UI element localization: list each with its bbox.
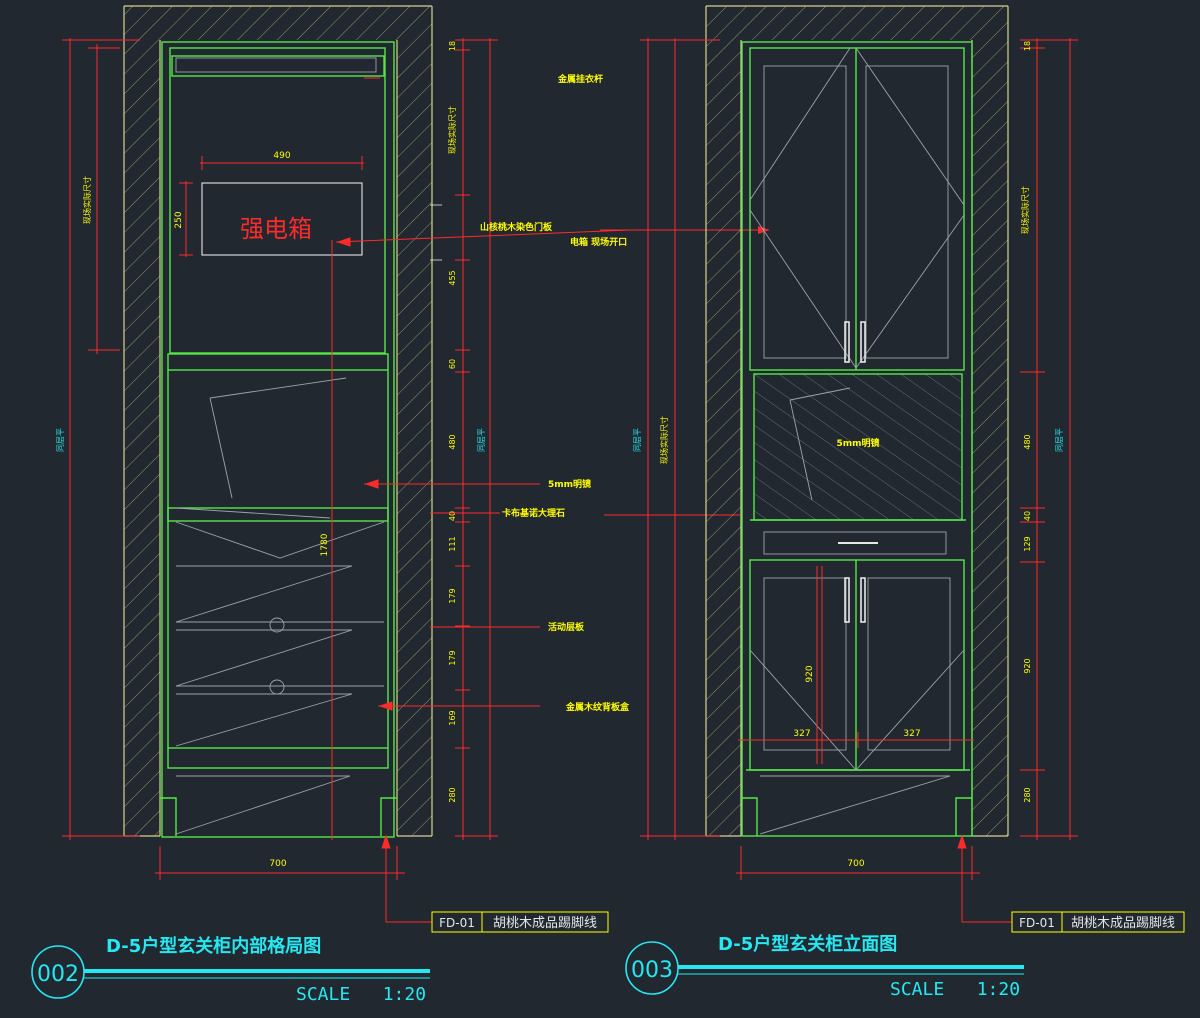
seg-dim: 60 (448, 359, 457, 369)
left-dim-outer-label: 同层平 (56, 428, 65, 452)
box-dimensions (179, 156, 631, 840)
seg-dim: 280 (1023, 787, 1032, 802)
left-drawing-title: D-5户型玄关柜内部格局图 (106, 935, 321, 957)
right-right-dims (1020, 38, 1078, 840)
right-left-dims (640, 38, 720, 840)
right-left-dim-inner: 现场实际尺寸 (659, 416, 669, 464)
left-ticks (430, 204, 442, 261)
seg-dim: 480 (1023, 434, 1032, 449)
left-width-value: 700 (269, 859, 286, 869)
seg-dim: 111 (448, 536, 457, 551)
left-outer-dims (62, 38, 140, 840)
right-title-block: 003 D-5户型玄关柜立面图 SCALE 1:20 (625, 933, 1024, 1000)
left-cabinet-interior (175, 57, 385, 835)
right-drawing-scale: SCALE 1:20 (890, 979, 1020, 1000)
right-right-dim-inner: 现场实际尺寸 (1020, 186, 1030, 234)
seg-dim: 480 (448, 434, 457, 449)
right-dim-inner-label: 现场实际尺寸 (447, 106, 457, 154)
callout-electrical-opening: 电箱 现场开口 (570, 236, 627, 248)
left-material-tag: FD-01 胡桃木成品踢脚线 (431, 911, 609, 933)
right-dim-outer-label: 同层平 (477, 428, 486, 452)
right-left-dim-outer: 同层平 (633, 428, 642, 452)
seg-dim: 455 (448, 270, 457, 285)
left-cabinet-frame (160, 41, 397, 838)
right-width-value: 700 (847, 859, 864, 869)
right-door-width-left: 327 (793, 729, 810, 739)
left-title-block: 002 D-5户型玄关柜内部格局图 SCALE 1:20 (31, 935, 430, 1005)
right-drawing-title: D-5户型玄关柜立面图 (718, 933, 897, 955)
right-tag-text: 胡桃木成品踢脚线 (1071, 915, 1175, 931)
callout-marble: 卡布基诺大理石 (502, 507, 565, 519)
seg-dim: 179 (448, 650, 457, 665)
left-width-dim (155, 834, 432, 923)
left-dim-inner-label: 现场实际尺寸 (82, 176, 92, 224)
seg-dim: 18 (448, 41, 457, 51)
right-right-dim-values: 18 480 40 129 920 280 (1023, 41, 1032, 803)
left-elevation: 强电箱 490 250 1780 同层平 现场实际尺寸 (31, 5, 631, 1005)
seg-dim: 169 (448, 710, 457, 725)
right-material-tag: FD-01 胡桃木成品踢脚线 (1011, 911, 1185, 933)
left-right-dim-values: 18 455 60 480 40 111 179 179 169 280 (448, 41, 457, 803)
seg-dim: 129 (1023, 536, 1032, 551)
left-drawing-scale: SCALE 1:20 (296, 984, 426, 1005)
seg-dim: 40 (1023, 511, 1032, 521)
seg-dim: 179 (448, 588, 457, 603)
right-tag-code: FD-01 (1019, 916, 1055, 930)
inner-height-dim: 1780 (320, 533, 330, 556)
callout-back-panel: 金属木纹背板盒 (565, 701, 630, 713)
right-door-width-right: 327 (903, 729, 920, 739)
mirror-panel (754, 374, 962, 520)
right-door-height: 920 (805, 665, 815, 682)
left-callout-leaders (364, 77, 540, 711)
electrical-box-label: 强电箱 (240, 215, 312, 243)
callout-mirror: 5mm明镜 (548, 478, 591, 490)
right-mirror-label: 5mm明镜 (836, 437, 879, 449)
callout-door-panel: 山核桃木染色门板 (480, 221, 553, 233)
box-width-dim: 490 (273, 151, 290, 161)
left-wall-hatch (123, 5, 433, 837)
right-right-dim-outer: 同层平 (1055, 428, 1064, 452)
right-width-dim (736, 834, 1012, 923)
right-door-dims (738, 566, 974, 764)
seg-dim: 920 (1023, 658, 1032, 673)
seg-dim: 18 (1023, 41, 1032, 51)
seg-dim: 280 (448, 787, 457, 802)
right-drawing-number: 003 (631, 958, 673, 983)
electrical-box: 强电箱 (201, 182, 363, 256)
left-tag-code: FD-01 (439, 916, 475, 930)
left-callouts: 金属挂衣杆 山核桃木染色门板 5mm明镜 卡布基诺大理石 活动层板 金属木纹背板… (480, 73, 630, 713)
right-door-handles (844, 321, 866, 623)
seg-dim: 40 (448, 511, 457, 521)
callout-shelf: 活动层板 (548, 621, 585, 633)
right-door-detail (749, 47, 965, 835)
callout-hanging-rod: 金属挂衣杆 (557, 73, 603, 85)
right-elevation: 5mm明镜 327 327 920 同层平 现场实际尺寸 (625, 5, 1185, 1000)
left-tag-text: 胡桃木成品踢脚线 (493, 915, 597, 931)
box-height-dim: 250 (174, 211, 184, 228)
left-drawing-number: 002 (37, 962, 79, 987)
right-cabinet-frame (741, 41, 973, 837)
